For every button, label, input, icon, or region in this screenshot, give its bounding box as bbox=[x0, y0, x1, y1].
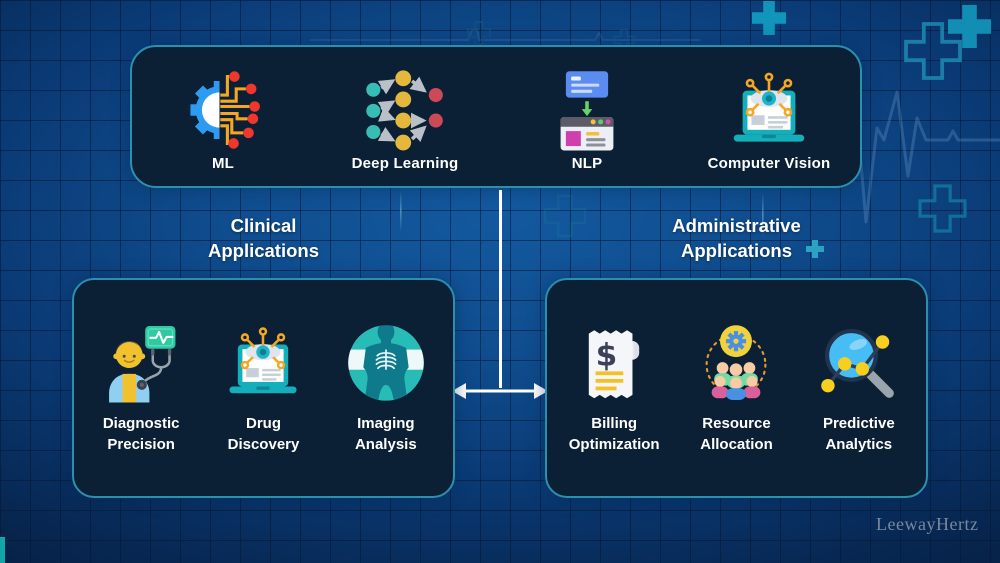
app-label: Drug Discovery bbox=[228, 413, 300, 455]
clinical-applications-heading: Clinical Applications bbox=[72, 213, 455, 263]
heading-line: Clinical bbox=[230, 215, 297, 236]
app-item-resource-allocation: Resource Allocation bbox=[675, 280, 797, 496]
app-label-line: Analysis bbox=[354, 436, 417, 453]
tech-label: ML bbox=[211, 154, 235, 172]
laptop-eye-circuit-icon bbox=[221, 321, 305, 405]
administrative-applications-heading: Administrative Applications bbox=[545, 213, 928, 263]
app-label-line: Discovery bbox=[227, 436, 300, 453]
heading-line: Applications bbox=[207, 240, 319, 261]
app-label: Diagnostic Precision bbox=[103, 413, 180, 455]
app-label-line: Imaging bbox=[357, 415, 415, 432]
app-label-line: Resource bbox=[702, 415, 771, 432]
tech-item-ml: ML bbox=[132, 47, 314, 186]
app-label: Predictive Analytics bbox=[823, 413, 895, 455]
ml-gear-circuit-icon bbox=[179, 66, 267, 154]
app-item-diagnostic-precision: Diagnostic Precision bbox=[80, 280, 202, 496]
tech-label: Computer Vision bbox=[707, 154, 831, 172]
magnifier-data-nodes-icon bbox=[817, 321, 901, 405]
medical-cross-icon bbox=[467, 21, 491, 45]
medical-cross-icon bbox=[904, 22, 962, 80]
heading-line: Administrative bbox=[672, 215, 801, 236]
app-label: Imaging Analysis bbox=[355, 413, 417, 455]
app-label-line: Allocation bbox=[700, 436, 773, 453]
svg-text:$: $ bbox=[596, 338, 618, 374]
tech-item-deep-learning: Deep Learning bbox=[314, 47, 496, 186]
medical-cross-icon bbox=[948, 5, 991, 48]
message-to-browser-icon bbox=[543, 66, 631, 154]
app-item-imaging-analysis: Imaging Analysis bbox=[325, 280, 447, 496]
app-label-line: Analytics bbox=[825, 436, 893, 453]
app-label-line: Predictive bbox=[822, 415, 895, 432]
xray-scan-icon bbox=[344, 321, 428, 405]
watermark: LeewayHertz bbox=[876, 514, 979, 534]
connector-double-arrow bbox=[452, 383, 548, 399]
app-label-line: Optimization bbox=[568, 436, 660, 453]
administrative-applications-panel: $ Billing Optimization bbox=[545, 278, 928, 498]
app-item-billing-optimization: $ Billing Optimization bbox=[553, 280, 675, 496]
app-label-line: Diagnostic bbox=[102, 415, 180, 432]
clinical-applications-panel: Diagnostic Precision bbox=[72, 278, 455, 498]
tech-label: Deep Learning bbox=[351, 154, 459, 172]
ecg-line-top-icon bbox=[310, 29, 700, 41]
doctor-stethoscope-icon bbox=[99, 321, 183, 405]
app-label: Billing Optimization bbox=[569, 413, 660, 455]
heading-line: Applications bbox=[680, 240, 792, 261]
neural-network-icon bbox=[361, 66, 449, 154]
connector-vertical-line bbox=[498, 190, 502, 388]
tech-label: NLP bbox=[571, 154, 603, 172]
app-label-line: Drug bbox=[245, 415, 281, 432]
medical-cross-icon bbox=[752, 1, 786, 35]
team-gear-icon bbox=[694, 321, 778, 405]
tech-item-computer-vision: Computer Vision bbox=[678, 47, 860, 186]
app-item-predictive-analytics: Predictive Analytics bbox=[798, 280, 920, 496]
app-label: Resource Allocation bbox=[700, 413, 773, 455]
app-item-drug-discovery: Drug Discovery bbox=[202, 280, 324, 496]
app-label-line: Precision bbox=[107, 436, 175, 453]
ai-technologies-panel: ML bbox=[130, 45, 862, 188]
laptop-eye-circuit-icon bbox=[725, 66, 813, 154]
app-label-line: Billing bbox=[591, 415, 638, 432]
tech-item-nlp: NLP bbox=[496, 47, 678, 186]
invoice-dollar-icon: $ bbox=[572, 321, 656, 405]
